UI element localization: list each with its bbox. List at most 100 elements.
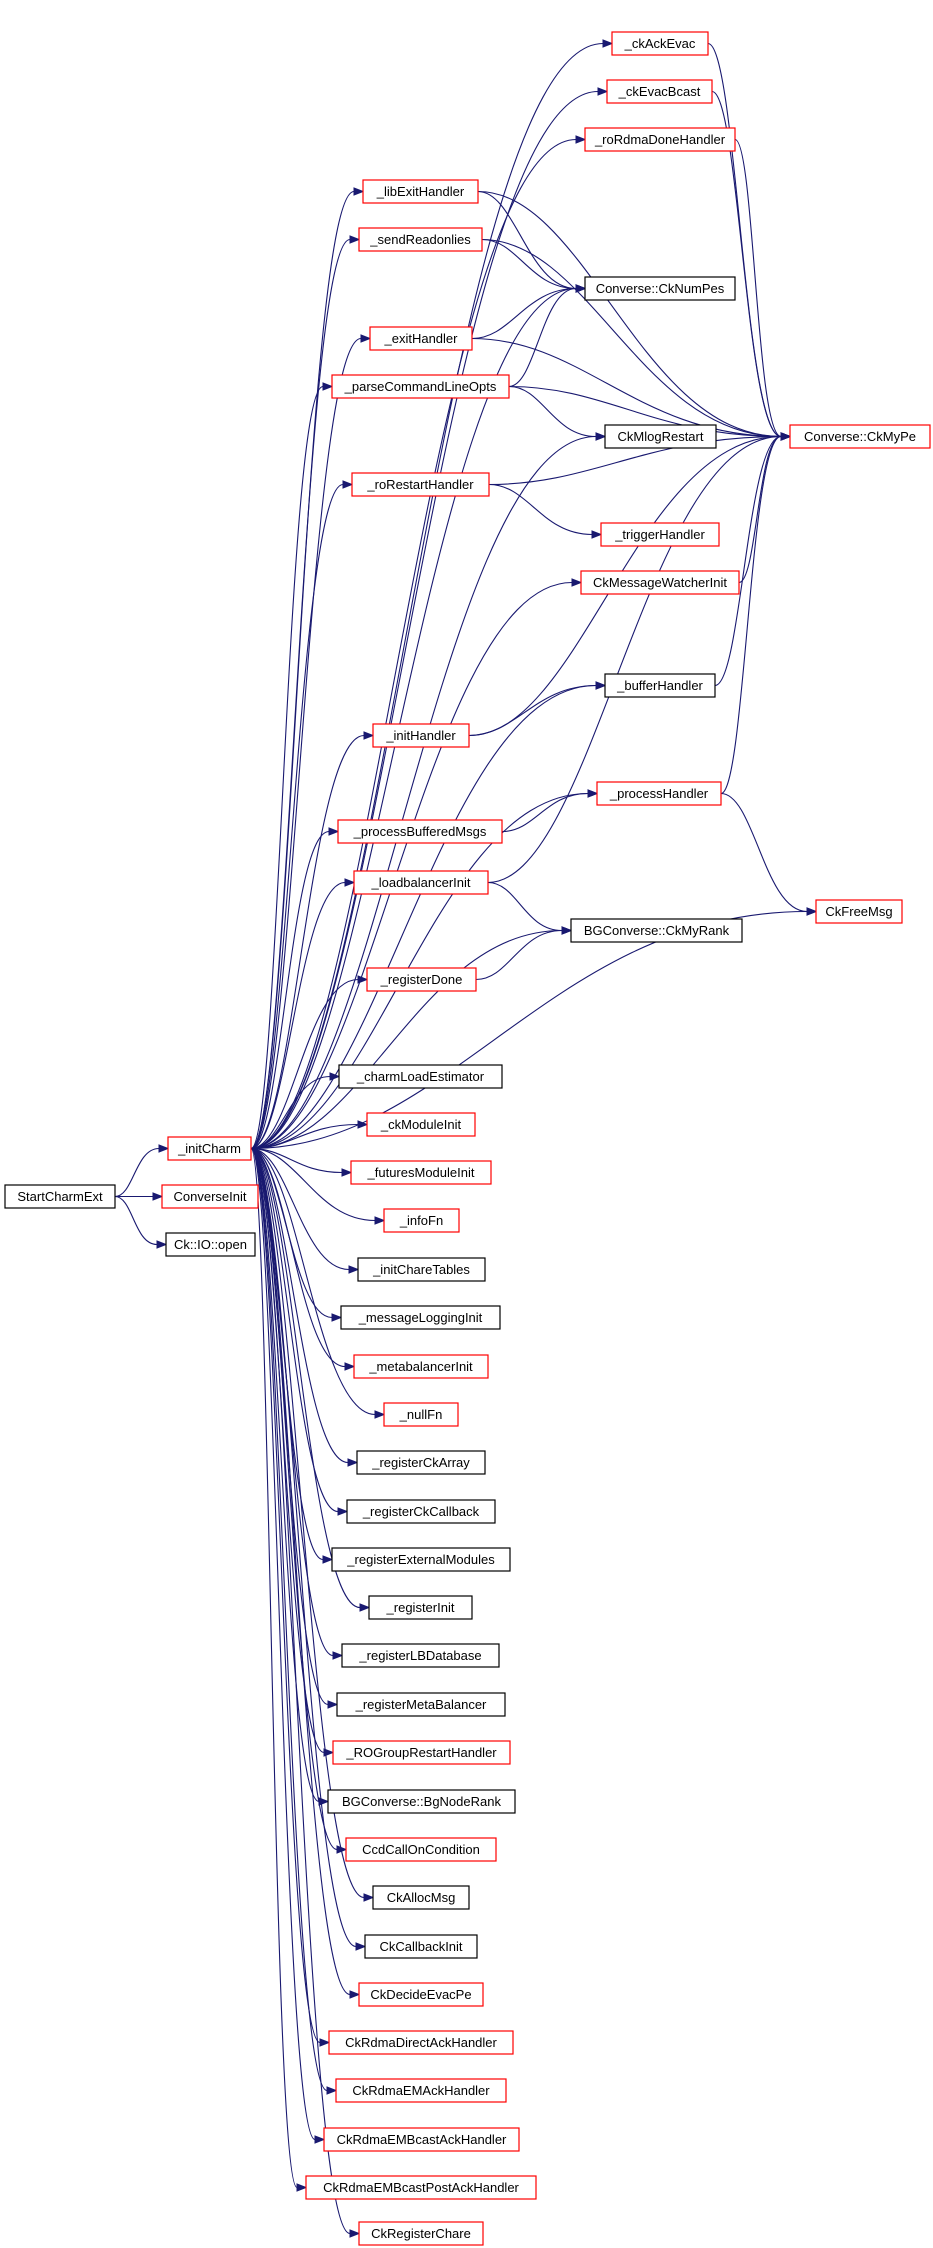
node-box [366,1112,476,1137]
node-ckevacbcast[interactable]: _ckEvacBcast [606,79,713,104]
node-registermetabalancer[interactable]: _registerMetaBalancer [336,1692,506,1717]
node-exithandler[interactable]: _exitHandler [369,326,473,351]
node-charmloadestimator[interactable]: _charmLoadEstimator [338,1064,503,1089]
node-ckcallbackinit[interactable]: CkCallbackInit [364,1934,478,1959]
edge-arrowhead [158,1144,170,1153]
node-ckrdmaembcastpostackhandler[interactable]: CkRdmaEMBcastPostAckHandler [305,2175,537,2200]
node-ckregisterchare[interactable]: CkRegisterChare [358,2221,484,2246]
edge-arrowhead [602,39,614,48]
node-converseinit[interactable]: ConverseInit [161,1184,259,1209]
node-ckrdmadirectackhandler[interactable]: CkRdmaDirectAckHandler [328,2030,514,2055]
node-libexithandler[interactable]: _libExitHandler [362,179,479,204]
node-bgconverse-bgnoderank[interactable]: BGConverse::BgNodeRank [327,1789,516,1814]
node-ckmoduleinit[interactable]: _ckModuleInit [366,1112,476,1137]
node-processbufferedmsgs[interactable]: _processBufferedMsgs [337,819,503,844]
node-metabalancerinit[interactable]: _metabalancerInit [353,1354,489,1379]
node-nullfn[interactable]: _nullFn [383,1402,459,1427]
node-label: _parseCommandLineOpts [344,379,497,394]
node-rogrouprestarthandler[interactable]: _ROGroupRestartHandler [332,1740,511,1765]
edge-arrowhead [359,1603,371,1612]
edge-initcharm-to-rordmadonehandler [250,135,587,1150]
edge-line [250,684,597,1150]
edge-line [477,190,782,438]
node-processhandler[interactable]: _processHandler [596,781,722,806]
node-infofn[interactable]: _infoFn [383,1208,460,1233]
node-label: _processBufferedMsgs [353,824,487,839]
edge-initcharm-to-ckdecideevacpe [250,1147,361,1999]
edge-line [250,1075,331,1150]
edge-arrowhead [322,1555,334,1564]
edge-processbufferedmsgs-to-processhandler [501,789,599,833]
edge-initcharm-to-ckregisterchare [250,1147,361,2238]
node-bgconverse-ckmyrank[interactable]: BGConverse::CkMyRank [570,918,743,943]
node-box [604,673,716,698]
edge-arrowhead [353,187,365,196]
edge-line [250,1147,346,1368]
node-parsecommandlineopts[interactable]: _parseCommandLineOpts [331,374,510,399]
node-ckallocmsg[interactable]: CkAllocMsg [372,1885,470,1910]
edge-arrowhead [337,1507,349,1516]
node-ckrdmaemackhandler[interactable]: CkRdmaEMAckHandler [335,2078,507,2103]
edge-arrowhead [587,789,599,798]
node-ckrdmaembcastackhandler[interactable]: CkRdmaEMBcastAckHandler [323,2127,520,2152]
node-box [606,79,713,104]
node-converse-cknumpes[interactable]: Converse::CkNumPes [584,276,736,301]
node-ckackevac[interactable]: _ckAckEvac [611,31,709,56]
node-messagelogginginit[interactable]: _messageLoggingInit [340,1305,501,1330]
node-sendreadonlies[interactable]: _sendReadonlies [358,227,483,252]
node-rordmadonehandler[interactable]: _roRdmaDoneHandler [584,127,736,152]
node-label: _initHandler [385,728,456,743]
node-registerckcallback[interactable]: _registerCkCallback [346,1499,496,1524]
node-box [383,1402,459,1427]
edge-line [487,435,782,884]
node-ckfreemsg[interactable]: CkFreeMsg [815,899,903,924]
node-label: _initChareTables [372,1262,470,1277]
edge-line [250,830,330,1150]
edge-startcharmext-to-ck-io-open [114,1195,168,1249]
edge-arrowhead [331,1313,343,1322]
node-bufferhandler[interactable]: _bufferHandler [604,673,716,698]
node-box [351,472,490,497]
node-triggerhandler[interactable]: _triggerHandler [600,522,720,547]
node-registerdone[interactable]: _registerDone [366,967,477,992]
node-registerexternalmodules[interactable]: _registerExternalModules [331,1547,511,1572]
node-ckmlogrestart[interactable]: CkMlogRestart [604,424,717,449]
node-rorestarthandler[interactable]: _roRestartHandler [351,472,490,497]
node-initcharm[interactable]: _initCharm [167,1136,252,1161]
edge-line [250,138,577,1150]
edge-line [250,1147,350,1271]
node-converse-ckmype[interactable]: Converse::CkMyPe [789,424,931,449]
node-ckdecideevacpe[interactable]: CkDecideEvacPe [358,1982,484,2007]
node-box [353,1354,489,1379]
edge-arrowhead [156,1240,168,1249]
node-box [340,1305,501,1330]
node-loadbalancerinit[interactable]: _loadbalancerInit [353,870,489,895]
node-box [596,781,722,806]
edge-arrowhead [355,1942,367,1951]
edge-line [250,929,563,1150]
node-inithandler[interactable]: _initHandler [372,723,470,748]
edge-line [508,287,577,388]
edge-line [250,1147,321,2044]
node-registerlbdatabase[interactable]: _registerLBDatabase [341,1643,500,1668]
node-registerinit[interactable]: _registerInit [368,1595,473,1620]
edge-line [508,385,782,438]
edge-line [720,435,782,795]
node-ckmessagewatcherinit[interactable]: CkMessageWatcherInit [580,570,740,595]
node-label: _registerCkArray [371,1455,470,1470]
node-ccdcalloncondition[interactable]: CcdCallOnCondition [345,1837,497,1862]
node-initcharetables[interactable]: _initChareTables [357,1257,486,1282]
edge-arrowhead [319,2038,331,2047]
node-box [358,1982,484,2007]
node-box [584,276,736,301]
edge-initcharm-to-processbufferedmsgs [250,827,340,1150]
edge-initcharm-to-ckmoduleinit [250,1120,369,1150]
node-ck-io-open[interactable]: Ck::IO::open [165,1232,256,1257]
node-registerckarray[interactable]: _registerCkArray [356,1450,486,1475]
edge-arrowhead [806,907,818,916]
node-futuresmoduleinit[interactable]: _futuresModuleInit [350,1160,492,1185]
node-box [368,1595,473,1620]
node-startcharmext[interactable]: StartCharmExt [4,1184,116,1209]
edge-line [250,1147,339,1513]
node-label: Converse::CkNumPes [596,281,725,296]
